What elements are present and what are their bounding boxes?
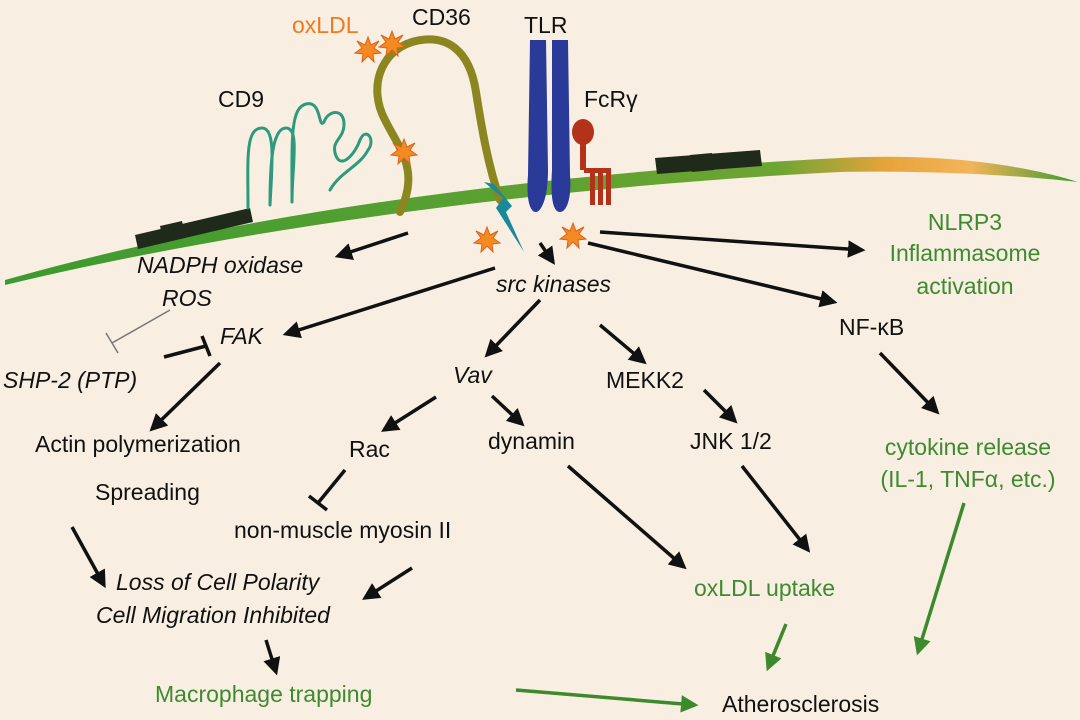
fcr-gamma-label: FcRγ [584, 86, 638, 112]
nlrp3-label-line3: activation [916, 273, 1013, 299]
fak-label: FAK [220, 323, 265, 349]
oxldl-particle-icon [473, 226, 501, 253]
cytokine-release-label-line2: (IL-1, TNFα, etc.) [880, 466, 1055, 492]
shp2-label: SHP-2 (PTP) [3, 367, 137, 393]
tlr-label: TLR [524, 12, 567, 38]
cd36-label: CD36 [412, 4, 471, 30]
mekk2-label: MEKK2 [606, 367, 684, 393]
lightning-signal-icon [484, 182, 524, 252]
membrane-raft-icon [135, 150, 762, 249]
dynamin-label: dynamin [488, 428, 575, 454]
fcr-gamma-protein [572, 119, 611, 205]
jnk-label: JNK 1/2 [690, 428, 772, 454]
oxldl-particle-icon [354, 36, 382, 63]
myosin-label: non-muscle myosin II [234, 517, 451, 543]
pathway-arrows [70, 230, 940, 676]
actin-polymerization-label: Actin polymerization [35, 431, 241, 457]
src-kinases-label: src kinases [496, 271, 612, 297]
oxldl-particle-icon [559, 222, 587, 249]
nlrp3-label-line1: NLRP3 [928, 209, 1002, 235]
tlr-protein [527, 40, 571, 212]
vav-label: Vav [453, 362, 493, 388]
nlrp3-label-line2: Inflammasome [890, 240, 1041, 266]
cell-migration-label: Cell Migration Inhibited [96, 602, 331, 628]
oxldl-uptake-label: oxLDL uptake [694, 575, 835, 601]
rac-label: Rac [349, 436, 390, 462]
green-pathway-arrows [515, 502, 966, 713]
nfkb-label: NF-κB [839, 314, 904, 340]
oxldl-label: oxLDL [292, 12, 359, 38]
cd36-protein [373, 35, 504, 216]
inhibition-lines [163, 335, 347, 512]
cytokine-release-label-line1: cytokine release [885, 434, 1051, 460]
cell-polarity-label: Loss of Cell Polarity [116, 569, 321, 595]
ros-inhibition-line [105, 309, 171, 354]
ros-label: ROS [162, 285, 213, 311]
macrophage-trapping-label: Macrophage trapping [155, 681, 372, 707]
atherosclerosis-label: Atherosclerosis [722, 691, 879, 717]
nadph-oxidase-label: NADPH oxidase [137, 252, 303, 278]
cd9-label: CD9 [218, 86, 264, 112]
cd9-protein [246, 102, 373, 210]
spreading-label: Spreading [95, 479, 200, 505]
